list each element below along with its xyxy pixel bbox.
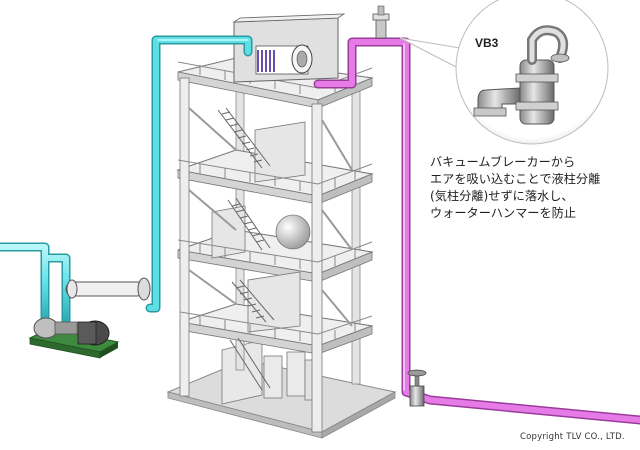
- vb3-callout-bubble: [399, 0, 609, 145]
- vb3-model-label: VB3: [475, 36, 499, 50]
- description-line: (気柱分離)せずに落水し、: [430, 189, 574, 203]
- vacuum-breaker-icon: [372, 5, 390, 39]
- supply-pipe: [0, 35, 253, 327]
- vacuum-breaker-description: バキュームブレーカーから エアを吸い込むことで液柱分離 (気柱分離)せずに落水し…: [430, 154, 635, 222]
- return-pipe: [313, 37, 640, 425]
- copyright-notice: Copyright TLV CO., LTD.: [520, 432, 625, 442]
- valve-icon: [407, 369, 427, 407]
- pump-icon: [28, 317, 120, 359]
- heat-exchanger-unit: [232, 13, 346, 83]
- vb3-valve-illustration: [473, 25, 570, 125]
- description-line: ウォーターハンマーを防止: [430, 206, 577, 220]
- description-line: エアを吸い込むことで液柱分離: [430, 172, 601, 186]
- description-line: バキュームブレーカーから: [430, 155, 576, 169]
- steel-structure: [166, 57, 397, 439]
